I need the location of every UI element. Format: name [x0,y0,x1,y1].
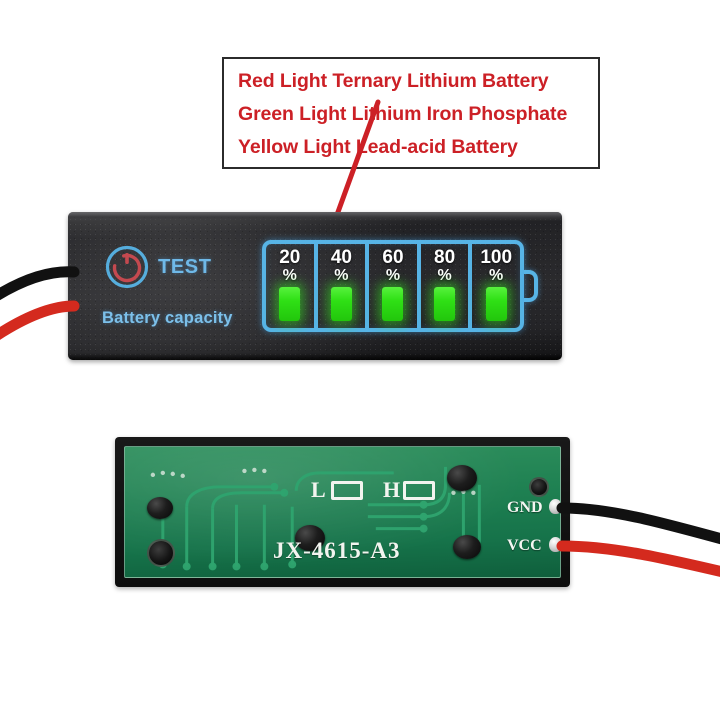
jumper-pad-h [403,481,435,500]
power-icon [105,245,149,289]
segment-led [485,287,507,321]
battery-capacity-label: Battery capacity [102,309,233,327]
mounting-hole [529,477,549,497]
test-button-label: TEST [158,255,212,278]
solder-joint [453,535,481,559]
callout-line-yellow: Yellow Light Lead-acid Battery [238,136,518,158]
solder-joint [295,525,325,551]
segment-led [279,287,301,321]
segment-led [434,287,456,321]
pcb-part-number: JX-4615-A3 [273,538,401,563]
segment-unit: % [334,267,349,284]
segment-value: 60 [382,247,404,268]
segment-value: 80 [434,247,456,268]
segment-unit: % [282,267,297,284]
segment-value: 40 [330,247,352,268]
callout-line-green: Green Light Lithium Iron Phosphate [238,103,568,125]
segment-unit: % [489,267,504,284]
gauge-segment-100: 100 % [472,244,520,328]
case-bottom-bevel [68,353,562,360]
segment-value: 20 [279,247,301,268]
jumper-pad-l [331,481,363,500]
segment-led [382,287,404,321]
segment-unit: % [437,267,452,284]
gauge-segment-40: 40 % [318,244,370,328]
segment-unit: % [385,267,401,284]
gauge-segment-20: 20 % [266,244,318,328]
mounting-hole [147,539,175,567]
gauge-segment-80: 80 % [421,244,473,328]
test-button[interactable]: TEST [104,244,212,290]
terminal-pad-gnd [549,499,560,514]
callout-box: Red Light Ternary Lithium Battery Green … [222,57,600,169]
battery-terminal-nub [524,270,538,302]
segment-led [330,287,352,321]
solder-joint [147,497,173,519]
jumper-label-l: L [311,477,326,502]
solder-joint [447,465,477,491]
pcb-board: L H JX-4615-A3 GND VCC [124,446,561,578]
battery-indicator-front: TEST Battery capacity 20 % 40 % 60 % 80 [68,212,562,360]
terminal-pad-vcc [549,537,560,552]
case-top-bevel [68,212,562,221]
terminal-label-vcc: VCC [507,537,542,554]
battery-indicator-back: L H JX-4615-A3 GND VCC [115,437,570,587]
gauge-segment-60: 60 % [369,244,421,328]
terminal-label-gnd: GND [507,499,543,516]
callout-line-red: Red Light Ternary Lithium Battery [238,70,549,92]
jumper-label-h: H [383,477,401,502]
battery-gauge: 20 % 40 % 60 % 80 % 100 % [262,240,538,332]
battery-outline: 20 % 40 % 60 % 80 % 100 % [262,240,524,332]
segment-value: 100 [480,247,513,268]
